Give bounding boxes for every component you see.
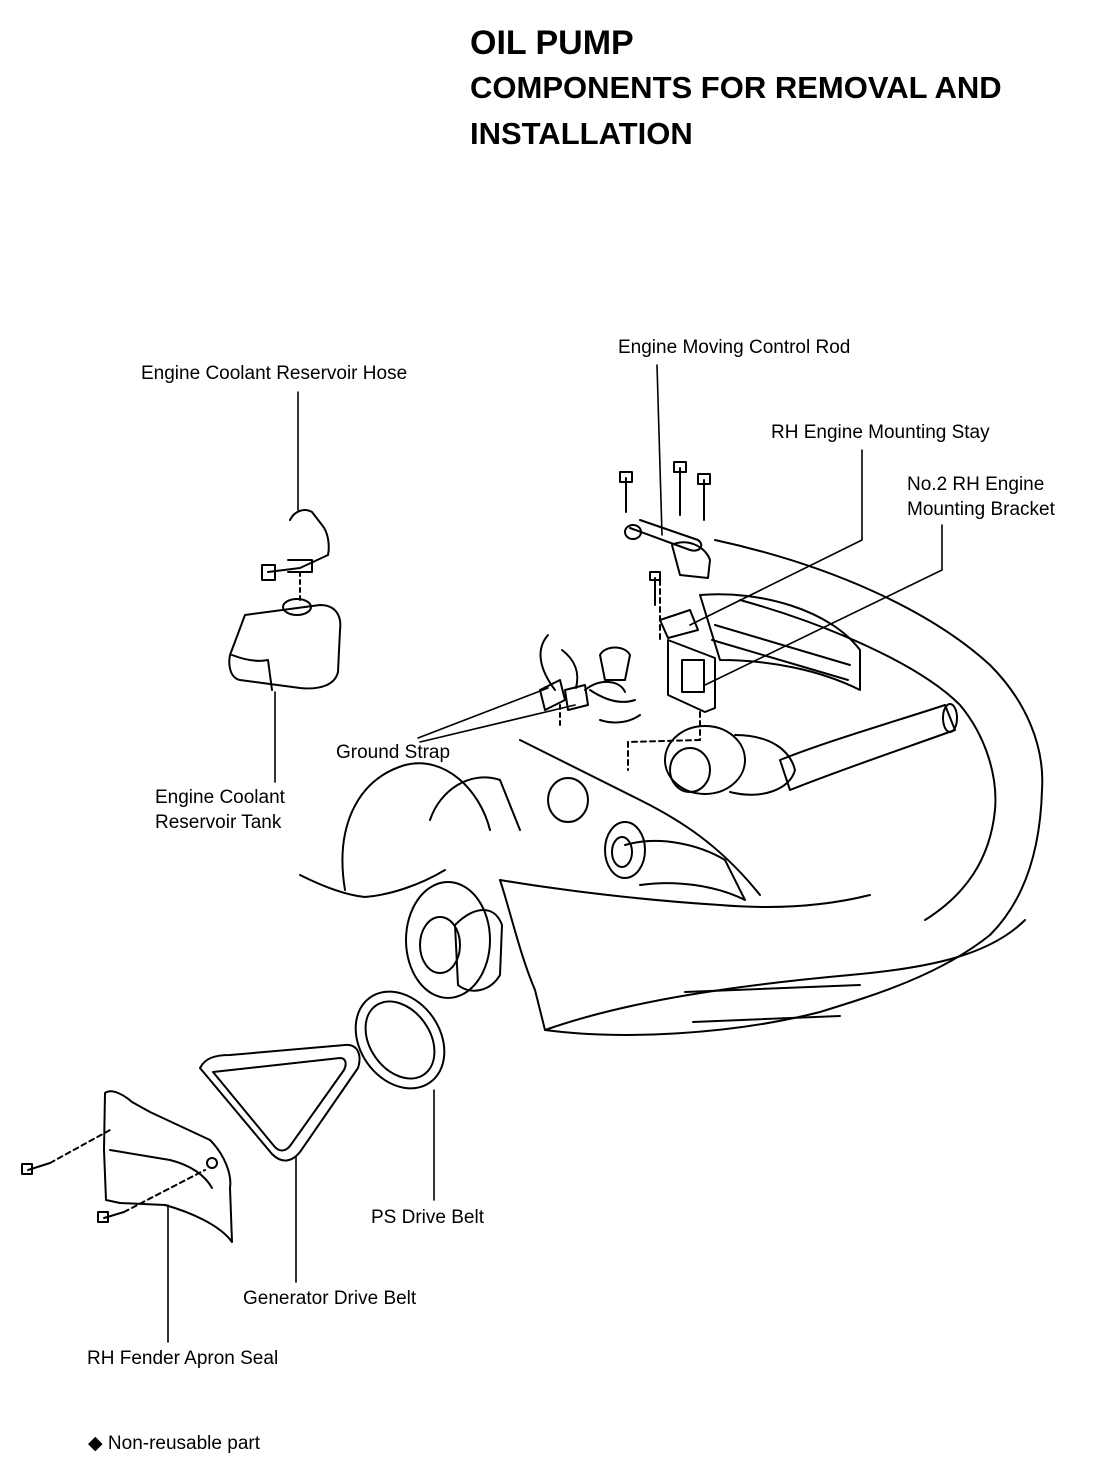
leader-mounting-stay — [690, 450, 862, 625]
body-inner-contour — [740, 600, 995, 920]
brake-rotor-assembly — [406, 882, 502, 998]
page-title: OIL PUMP — [470, 24, 634, 62]
control-rod-eye — [625, 525, 641, 539]
valve-cover-ribs — [712, 625, 850, 680]
fender-apron-seal-part — [22, 1091, 232, 1242]
mounting-bracket-window — [682, 660, 704, 692]
mounting-bracket — [668, 640, 715, 712]
fender-arch — [343, 763, 491, 890]
engine-top-detail — [590, 690, 640, 722]
throttle-body-port — [605, 822, 645, 878]
coolant-reservoir-hose-part — [262, 510, 329, 600]
screw-2-dash — [124, 1170, 205, 1212]
coolant-hose-bracket — [288, 560, 312, 572]
oil-filler — [600, 648, 630, 681]
leader-ground-strap-a — [418, 688, 548, 738]
page-subtitle-line1: COMPONENTS FOR REMOVAL AND — [470, 70, 1002, 105]
pulley-cap — [548, 778, 588, 822]
screw-1-head — [22, 1164, 32, 1174]
reservoir-tank-body — [229, 605, 340, 688]
label-rh-fender-apron-seal: RH Fender Apron Seal — [87, 1348, 279, 1369]
label-reservoir-tank-line2: Reservoir Tank — [155, 812, 282, 833]
air-cleaner-duct — [665, 726, 745, 794]
apron-seal-fold — [110, 1150, 212, 1188]
throttle-body-port-inner — [612, 837, 632, 867]
bolt-2-head — [674, 462, 686, 472]
label-mounting-bracket-line2: Mounting Bracket — [907, 499, 1055, 520]
apron-seal-body — [104, 1091, 232, 1242]
legend: ◆ Non-reusable part — [88, 1432, 260, 1456]
body-outer-outline — [500, 540, 1042, 1035]
legend-text: Non-reusable part — [107, 1433, 260, 1454]
leader-bracket — [705, 525, 942, 685]
label-ground-strap: Ground Strap — [336, 742, 451, 763]
reservoir-tank-step — [232, 655, 272, 690]
duct-pipe — [730, 735, 795, 795]
stay-plate — [660, 610, 698, 638]
page-subtitle-line2: INSTALLATION — [470, 116, 693, 151]
ground-strap-wire-1 — [541, 635, 555, 690]
screw-1-dash — [50, 1130, 110, 1163]
engine-block-front — [500, 880, 870, 907]
coolant-hose-clip — [262, 565, 275, 580]
drive-belts — [200, 974, 463, 1160]
air-cleaner-duct-inner — [670, 748, 710, 792]
throttle-body — [625, 841, 745, 900]
generator-drive-belt-inner — [213, 1058, 346, 1151]
valve-cover — [700, 594, 860, 690]
fender-lower-line — [300, 870, 445, 897]
reservoir-tank-cap — [283, 599, 311, 615]
engine-mount-hardware — [620, 462, 715, 770]
air-intake-slot-top — [685, 985, 860, 992]
label-generator-drive-belt: Generator Drive Belt — [243, 1288, 417, 1309]
label-mounting-bracket-line1: No.2 RH Engine — [907, 474, 1045, 495]
ground-strap-terminal-1 — [540, 680, 565, 710]
non-reusable-diamond-icon: ◆ — [88, 1433, 103, 1454]
brake-rotor-hub — [420, 917, 460, 973]
engine-block-edge — [520, 740, 760, 895]
ps-drive-belt-outer — [337, 974, 462, 1105]
label-ps-drive-belt: PS Drive Belt — [371, 1207, 484, 1228]
label-engine-moving-control-rod: Engine Moving Control Rod — [618, 337, 851, 358]
mounting-stay — [672, 542, 710, 578]
bolt-1-head — [620, 472, 632, 482]
bolt-4-head — [650, 572, 660, 580]
leader-ground-strap-b — [420, 705, 575, 742]
coolant-hose — [268, 510, 329, 572]
body-bumper-line — [545, 920, 1025, 1030]
intake-tube — [780, 705, 955, 790]
ground-strap-wire-2 — [562, 650, 577, 688]
ground-strap-cable — [585, 682, 625, 692]
label-rh-engine-mounting-stay: RH Engine Mounting Stay — [771, 422, 990, 443]
apron-seal-hole — [206, 1157, 218, 1169]
screw-2-head — [98, 1212, 108, 1222]
ground-strap-terminal-2 — [565, 685, 588, 710]
label-coolant-reservoir-hose: Engine Coolant Reservoir Hose — [141, 363, 408, 384]
bracket-dash-3 — [628, 740, 700, 742]
intake-tube-end — [943, 704, 957, 732]
generator-drive-belt-outer — [200, 1045, 359, 1161]
air-intake-slot-bottom — [693, 1016, 840, 1022]
coolant-reservoir-tank-part — [229, 599, 340, 690]
ground-strap-part — [540, 635, 625, 725]
ps-drive-belt-inner — [351, 988, 448, 1091]
label-reservoir-tank-line1: Engine Coolant — [155, 787, 285, 808]
strut-tower — [430, 777, 520, 830]
leader-control-rod — [657, 365, 662, 535]
brake-rotor — [406, 882, 490, 998]
brake-caliper — [455, 910, 502, 991]
bolt-3-head — [698, 474, 710, 484]
leader-lines — [168, 365, 942, 1342]
engine-compartment-outline — [300, 540, 1042, 1035]
